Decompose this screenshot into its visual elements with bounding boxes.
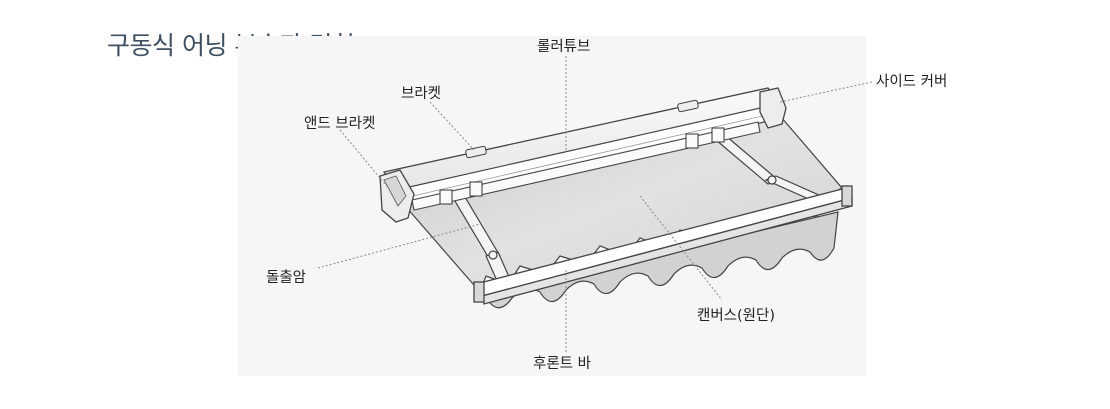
leader-end-bracket [339,129,391,191]
leader-bracket [429,101,475,151]
label-bracket: 브라켓 [401,86,442,102]
canvas-valance [485,211,839,309]
leader-lines [317,56,873,352]
top-bracket-right [677,99,699,113]
label-end-bracket: 앤드 브라켓 [304,116,376,132]
label-side-cover: 사이드 커버 [876,74,948,90]
label-roller-tube: 롤러튜브 [537,39,591,55]
end-bracket-inner [383,175,407,207]
inner-support-bar [411,121,761,211]
label-arm: 돌출암 [266,270,307,286]
label-front-bar: 후론트 바 [533,356,591,372]
side-cover-right [759,87,787,129]
front-bar [473,185,854,305]
label-canvas: 캔버스(원단) [697,308,776,324]
top-bracket-left [465,145,487,159]
